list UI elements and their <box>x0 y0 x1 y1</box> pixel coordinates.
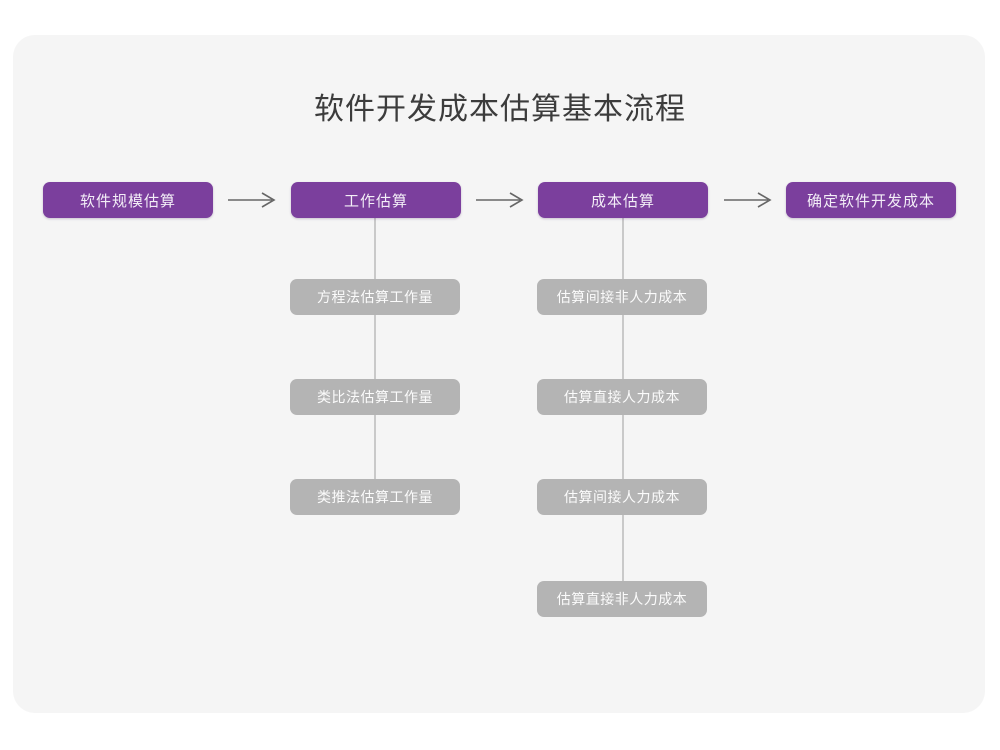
diagram-canvas <box>13 35 985 713</box>
arrow-stage1-to-stage2 <box>228 190 278 210</box>
stage-box-4[interactable]: 确定软件开发成本 <box>786 182 956 218</box>
substep-box-stage3-4[interactable]: 估算直接非人力成本 <box>537 581 707 617</box>
page-title: 软件开发成本估算基本流程 <box>314 93 686 126</box>
substep-box-stage3-1[interactable]: 估算间接非人力成本 <box>537 279 707 315</box>
substep-box-stage3-3[interactable]: 估算间接人力成本 <box>537 479 707 515</box>
arrow-stage3-to-stage4 <box>724 190 774 210</box>
substep-box-stage3-2[interactable]: 估算直接人力成本 <box>537 379 707 415</box>
connector-line-stage2 <box>374 218 376 508</box>
stage-box-3[interactable]: 成本估算 <box>538 182 708 218</box>
stage-box-1[interactable]: 软件规模估算 <box>43 182 213 218</box>
substep-box-stage2-2[interactable]: 类比法估算工作量 <box>290 379 460 415</box>
stage-box-2[interactable]: 工作估算 <box>291 182 461 218</box>
substep-box-stage2-1[interactable]: 方程法估算工作量 <box>290 279 460 315</box>
substep-box-stage2-3[interactable]: 类推法估算工作量 <box>290 479 460 515</box>
arrow-stage2-to-stage3 <box>476 190 526 210</box>
